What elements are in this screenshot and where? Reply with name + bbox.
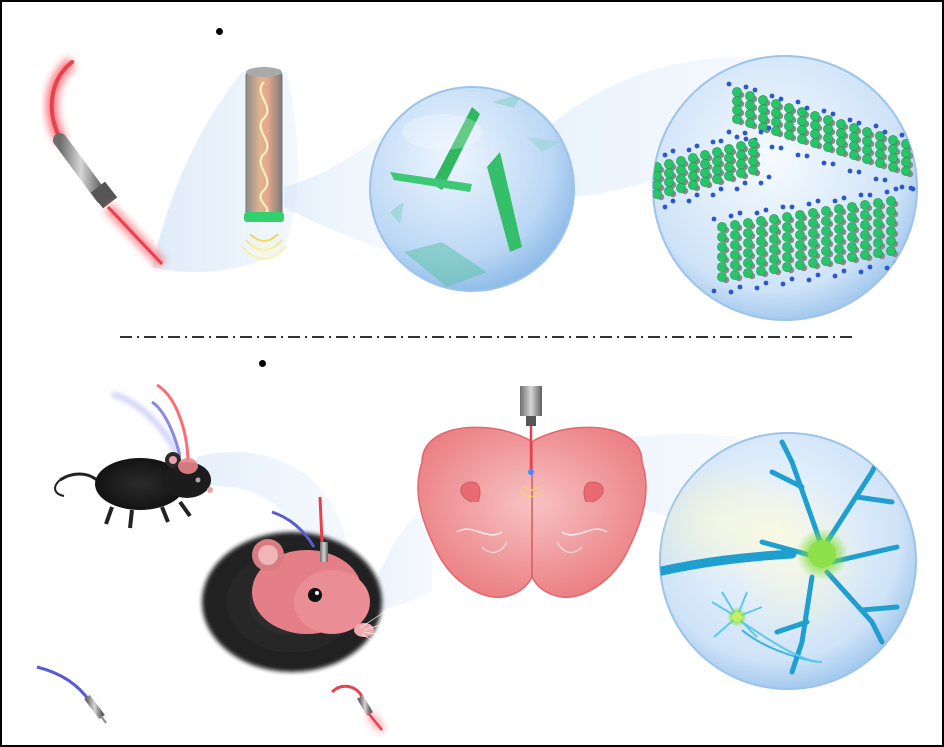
mouse-icon <box>54 383 213 529</box>
optical-fiber-bottom-left-icon <box>36 665 107 724</box>
bottom-panel <box>36 383 917 732</box>
crystal-lattice-icon <box>652 55 918 321</box>
beam-capsule-to-bubble <box>284 122 397 252</box>
mouse-closeup-icon <box>202 496 423 672</box>
nanosheet-bubble-icon <box>369 86 575 292</box>
beam-mouse-to-brain <box>367 502 432 614</box>
panel-bullet-top: • <box>216 28 223 35</box>
top-panel <box>45 55 918 321</box>
brain-section-icon <box>417 386 647 599</box>
panel-bullet-bottom: • <box>259 360 266 367</box>
optical-fiber-icon <box>45 57 166 268</box>
doped-capsule-icon <box>240 67 288 262</box>
optical-fiber-bottom-center-icon <box>330 684 385 732</box>
